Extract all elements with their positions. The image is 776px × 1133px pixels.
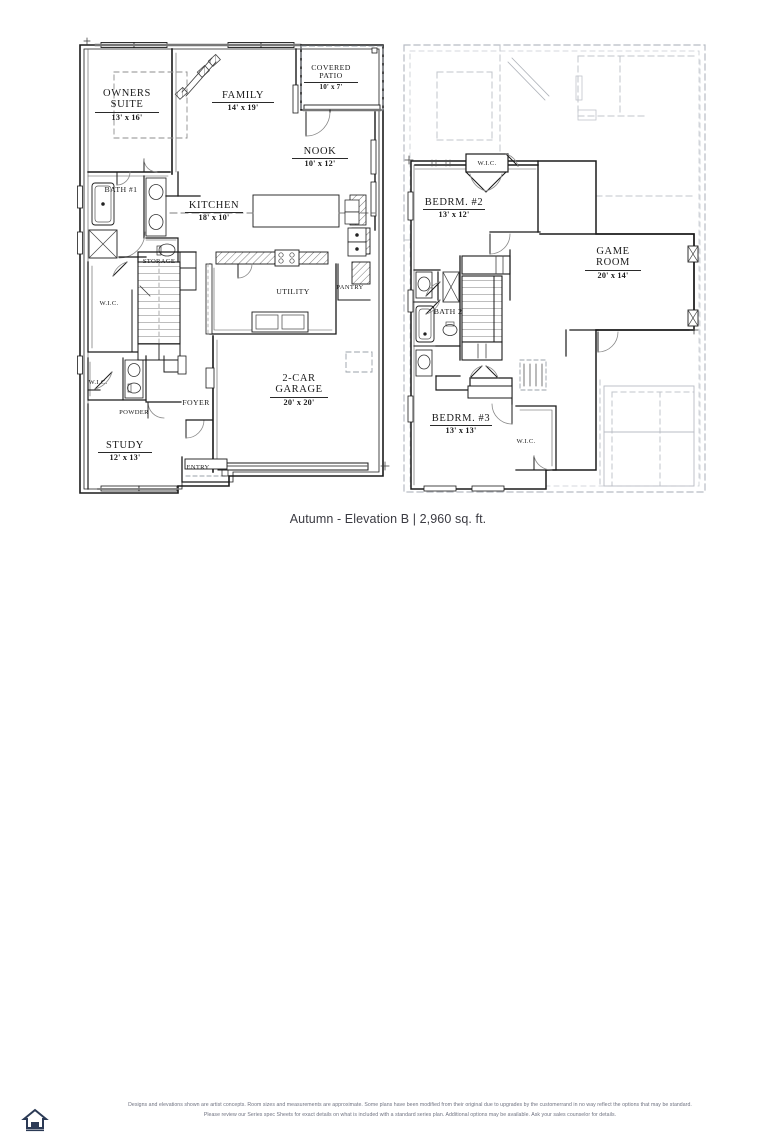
footer-line-1: Designs and elevations shown are artist … bbox=[128, 1102, 692, 1108]
room-name: STORAGE bbox=[142, 258, 176, 265]
room-name: GARAGE bbox=[275, 384, 323, 396]
room-name: BATH #1 bbox=[104, 185, 138, 194]
room-label-kitchen: KITCHEN 18' x 10' bbox=[185, 200, 243, 223]
room-label-foyer: FOYER bbox=[179, 398, 213, 407]
room-label-owners-suite: OWNERS SUITE 13' x 16' bbox=[95, 88, 159, 123]
room-name: 2-CAR bbox=[282, 373, 316, 384]
room-name: BEDRM. #3 bbox=[431, 413, 491, 424]
room-label-bedrm-2: BEDRM. #2 13' x 12' bbox=[423, 197, 485, 220]
footer-disclaimer: Designs and elevations shown are artist … bbox=[60, 1100, 760, 1120]
floor-plan-drawing bbox=[77, 37, 706, 494]
room-name: SUITE bbox=[110, 99, 144, 111]
room-name: PATIO bbox=[319, 71, 343, 81]
room-label-wic-study: W.I.C. bbox=[82, 379, 114, 386]
room-dimension: 18' x 10' bbox=[185, 212, 243, 223]
room-label-storage: STORAGE bbox=[137, 258, 181, 265]
room-name: GAME bbox=[596, 246, 630, 257]
room-name: NOOK bbox=[303, 146, 337, 157]
room-dimension: 20' x 14' bbox=[585, 269, 641, 281]
room-label-garage: 2-CAR GARAGE 20' x 20' bbox=[270, 373, 328, 408]
room-name: PANTRY bbox=[336, 284, 364, 291]
room-label-study: STUDY 12' x 13' bbox=[98, 440, 152, 463]
room-name: COVERED bbox=[311, 63, 351, 72]
room-name: ENTRY bbox=[186, 464, 210, 471]
room-label-entry: ENTRY bbox=[181, 464, 215, 471]
floor-plan-page: OWNERS SUITE 13' x 16' FAMILY 14' x 19' … bbox=[0, 37, 776, 1133]
plan-caption: Autumn - Elevation B | 2,960 sq. ft. bbox=[289, 512, 487, 526]
room-name: UTILITY bbox=[276, 287, 310, 296]
room-label-pantry: PANTRY bbox=[332, 284, 368, 291]
second-floor-plan bbox=[403, 44, 706, 493]
room-name: POWDER bbox=[119, 409, 149, 416]
room-name: W.I.C. bbox=[516, 438, 536, 445]
room-name: BEDRM. #2 bbox=[424, 197, 484, 208]
room-name: STUDY bbox=[105, 440, 144, 451]
room-name: KITCHEN bbox=[188, 200, 240, 211]
room-label-nook: NOOK 10' x 12' bbox=[292, 146, 348, 169]
room-label-utility: UTILITY bbox=[273, 287, 313, 296]
room-name: BATH 2 bbox=[433, 307, 463, 316]
room-dimension: 13' x 12' bbox=[423, 209, 485, 220]
room-dimension: 13' x 16' bbox=[95, 111, 159, 123]
room-name: OWNERS bbox=[103, 88, 151, 99]
room-label-bath-1: BATH #1 bbox=[98, 185, 144, 194]
room-name: W.I.C. bbox=[477, 160, 497, 167]
room-label-wic-bedrm2: W.I.C. bbox=[470, 160, 504, 167]
footer: Designs and elevations shown are artist … bbox=[0, 549, 776, 1133]
home-logo-icon bbox=[20, 1107, 50, 1133]
room-dimension: 13' x 13' bbox=[430, 425, 492, 436]
room-dimension: 20' x 20' bbox=[270, 396, 328, 408]
room-label-covered-patio: COVERED PATIO 10' x 7' bbox=[304, 63, 358, 92]
footer-line-2: Please review our Series spec Sheets for… bbox=[203, 1112, 617, 1118]
room-name: FOYER bbox=[182, 398, 210, 407]
room-label-powder: POWDER bbox=[113, 409, 155, 416]
room-label-bath-2: BATH 2 bbox=[428, 307, 468, 316]
room-dimension: 10' x 12' bbox=[292, 158, 348, 169]
room-label-wic-bedrm3: W.I.C. bbox=[509, 438, 543, 445]
room-name: ROOM bbox=[596, 257, 630, 269]
room-label-bedrm-3: BEDRM. #3 13' x 13' bbox=[430, 413, 492, 436]
room-name: FAMILY bbox=[221, 90, 265, 101]
room-dimension: 14' x 19' bbox=[212, 102, 274, 113]
room-dimension: 10' x 7' bbox=[304, 81, 358, 92]
room-label-wic-owners: W.I.C. bbox=[92, 300, 126, 307]
room-label-game-room: GAME ROOM 20' x 14' bbox=[585, 246, 641, 281]
room-name: W.I.C. bbox=[88, 379, 108, 386]
first-floor-plan bbox=[77, 37, 390, 494]
room-name: W.I.C. bbox=[99, 300, 119, 307]
room-dimension: 12' x 13' bbox=[98, 452, 152, 463]
room-label-family: FAMILY 14' x 19' bbox=[212, 90, 274, 113]
